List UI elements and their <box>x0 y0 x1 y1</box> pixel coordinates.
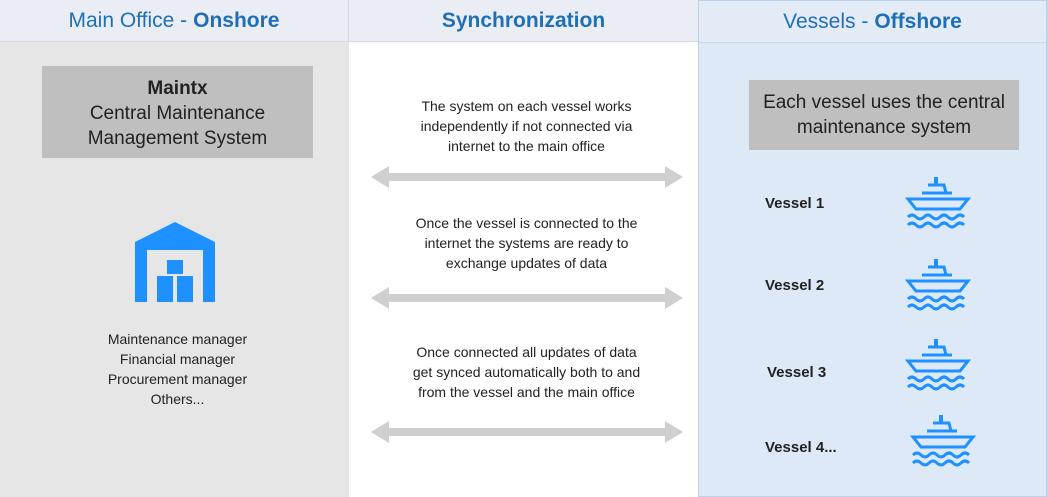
sync-step-line: exchange updates of data <box>445 255 608 271</box>
double-arrow-icon <box>371 287 683 309</box>
sync-step-2: Once the vessel is connected to the inte… <box>379 213 674 273</box>
vessel-label: Vessel 4... <box>765 439 837 456</box>
ship-icon <box>904 259 972 311</box>
central-system-line2: Central Maintenance <box>89 103 266 124</box>
double-arrow-icon <box>371 166 683 188</box>
sync-step-line: internet to the main office <box>448 138 605 154</box>
onshore-header-bold: Onshore <box>193 8 280 32</box>
offshore-header-bold: Offshore <box>874 9 962 33</box>
role-item: Others... <box>150 391 205 407</box>
role-item: Financial manager <box>119 351 236 367</box>
sync-step-line: Once the vessel is connected to the <box>415 215 638 231</box>
vessel-system-line2: maintenance system <box>796 117 972 138</box>
onshore-header: Main Office - Onshore <box>0 0 349 42</box>
role-item: Maintenance manager <box>107 331 248 347</box>
central-system-name: Maintx <box>147 78 208 99</box>
offshore-header-plain: Vessels - <box>783 9 869 33</box>
sync-step-3: Once connected all updates of data get s… <box>379 342 674 402</box>
sync-header: Synchronization <box>349 0 698 42</box>
vessel-label: Vessel 2 <box>765 277 825 294</box>
central-system-line3: Management System <box>87 128 268 149</box>
central-system-box: Maintx Central Maintenance Management Sy… <box>42 66 313 158</box>
offshore-column: Vessels - Offshore Each vessel uses the … <box>698 0 1047 497</box>
sync-step-1: The system on each vessel works independ… <box>379 96 674 156</box>
offshore-header: Vessels - Offshore <box>699 1 1046 43</box>
ship-icon <box>904 339 972 391</box>
onshore-header-plain: Main Office - <box>68 8 188 32</box>
onshore-column: Main Office - Onshore Maintx Central Mai… <box>0 0 349 497</box>
ship-icon <box>909 415 977 467</box>
sync-step-line: internet the systems are ready to <box>424 235 629 251</box>
double-arrow-icon <box>371 421 683 443</box>
sync-step-line: The system on each vessel works <box>421 98 632 114</box>
warehouse-icon <box>135 222 215 302</box>
sync-step-line: independently if not connected via <box>420 118 633 134</box>
vessel-label: Vessel 1 <box>765 195 825 212</box>
vessel-system-box: Each vessel uses the central maintenance… <box>749 80 1019 150</box>
sync-step-line: from the vessel and the main office <box>418 384 635 400</box>
role-item: Procurement manager <box>107 371 248 387</box>
vessel-system-line1: Each vessel uses the central <box>763 92 1005 113</box>
vessel-label: Vessel 3 <box>767 364 827 381</box>
sync-step-line: get synced automatically both to and <box>412 364 641 380</box>
sync-column: Synchronization The system on each vesse… <box>349 0 698 497</box>
sync-step-line: Once connected all updates of data <box>416 344 637 360</box>
roles-list: Maintenance manager Financial manager Pr… <box>60 329 295 409</box>
ship-icon <box>904 177 972 229</box>
